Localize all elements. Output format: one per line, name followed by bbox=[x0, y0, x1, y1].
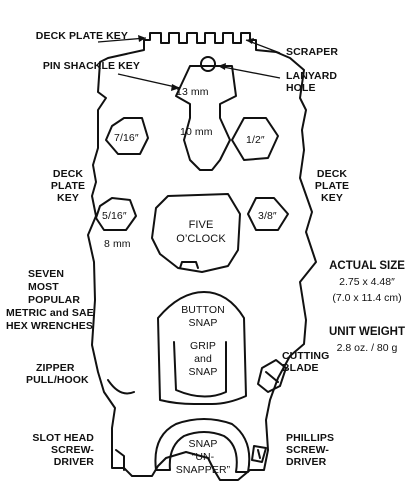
label-deck-plate-key-top: DECK PLATE KEY bbox=[35, 30, 128, 42]
label-10mm: 10 mm bbox=[180, 126, 213, 138]
pin-shackle-key-slot bbox=[175, 65, 237, 171]
label-button-snap: BUTTON SNAP bbox=[181, 304, 225, 329]
label-grip-and-snap: GRIP and SNAP bbox=[188, 340, 218, 378]
label-pin-shackle-key: PIN SHACKLE KEY bbox=[42, 60, 140, 72]
phillips-screwdriver-tip bbox=[251, 445, 267, 463]
label-slot-head: SLOT HEAD SCREW- DRIVER bbox=[32, 432, 94, 468]
label-7-16: 7/16″ bbox=[114, 132, 139, 144]
button-snap-slot bbox=[157, 291, 247, 405]
unit-weight-value: 2.8 oz. / 80 g bbox=[336, 342, 398, 354]
label-hex-wrenches: SEVEN MOST POPULAR METRIC and SAE HEX WR… bbox=[6, 268, 94, 332]
tool-body-outline bbox=[87, 32, 317, 481]
unit-weight-heading: UNIT WEIGHT bbox=[328, 326, 406, 338]
label-1-2: 1/2″ bbox=[246, 134, 265, 146]
label-deck-plate-key-left: DECK PLATE KEY bbox=[50, 168, 86, 204]
label-5-16: 5/16″ bbox=[102, 210, 127, 222]
actual-size-heading: ACTUAL SIZE bbox=[329, 260, 405, 272]
label-13mm: 13 mm bbox=[176, 86, 209, 98]
lanyard-hole bbox=[200, 56, 216, 72]
cutting-blade bbox=[257, 359, 287, 393]
leader-deck-plate-key-top bbox=[97, 37, 147, 43]
label-cutting-blade: CUTTING BLADE bbox=[282, 350, 330, 374]
label-3-8: 3/8″ bbox=[258, 210, 277, 222]
actual-size-cm: (7.0 x 11.4 cm) bbox=[332, 292, 402, 304]
five-oclock-window bbox=[151, 193, 241, 273]
label-zipper-pull: ZIPPER PULL/HOOK bbox=[26, 362, 89, 386]
label-8mm: 8 mm bbox=[104, 238, 131, 250]
label-snap-unsnapper: SNAP “UN- SNAPPER” bbox=[175, 438, 231, 476]
label-phillips: PHILLIPS SCREW- DRIVER bbox=[286, 432, 335, 468]
leader-pin-shackle-key bbox=[117, 73, 181, 89]
hex-wrench-5-16 bbox=[95, 197, 137, 231]
slot-head-screwdriver-tip bbox=[115, 449, 125, 471]
label-lanyard-hole: LANYARD HOLE bbox=[286, 70, 338, 94]
leader-lanyard-hole bbox=[217, 65, 281, 79]
label-scraper: SCRAPER bbox=[286, 46, 339, 58]
hex-wrench-3-8 bbox=[247, 197, 289, 231]
snap-unsnapper bbox=[154, 418, 251, 473]
hex-wrench-1-2 bbox=[231, 117, 279, 161]
label-five-oclock: FIVE O’CLOCK bbox=[176, 219, 226, 245]
grip-hook bbox=[173, 341, 227, 398]
label-deck-plate-key-right: DECK PLATE KEY bbox=[314, 168, 350, 204]
zipper-pull-hook bbox=[107, 379, 135, 395]
actual-size-inches: 2.75 x 4.48″ bbox=[339, 276, 395, 288]
hex-wrench-7-16 bbox=[105, 117, 149, 155]
